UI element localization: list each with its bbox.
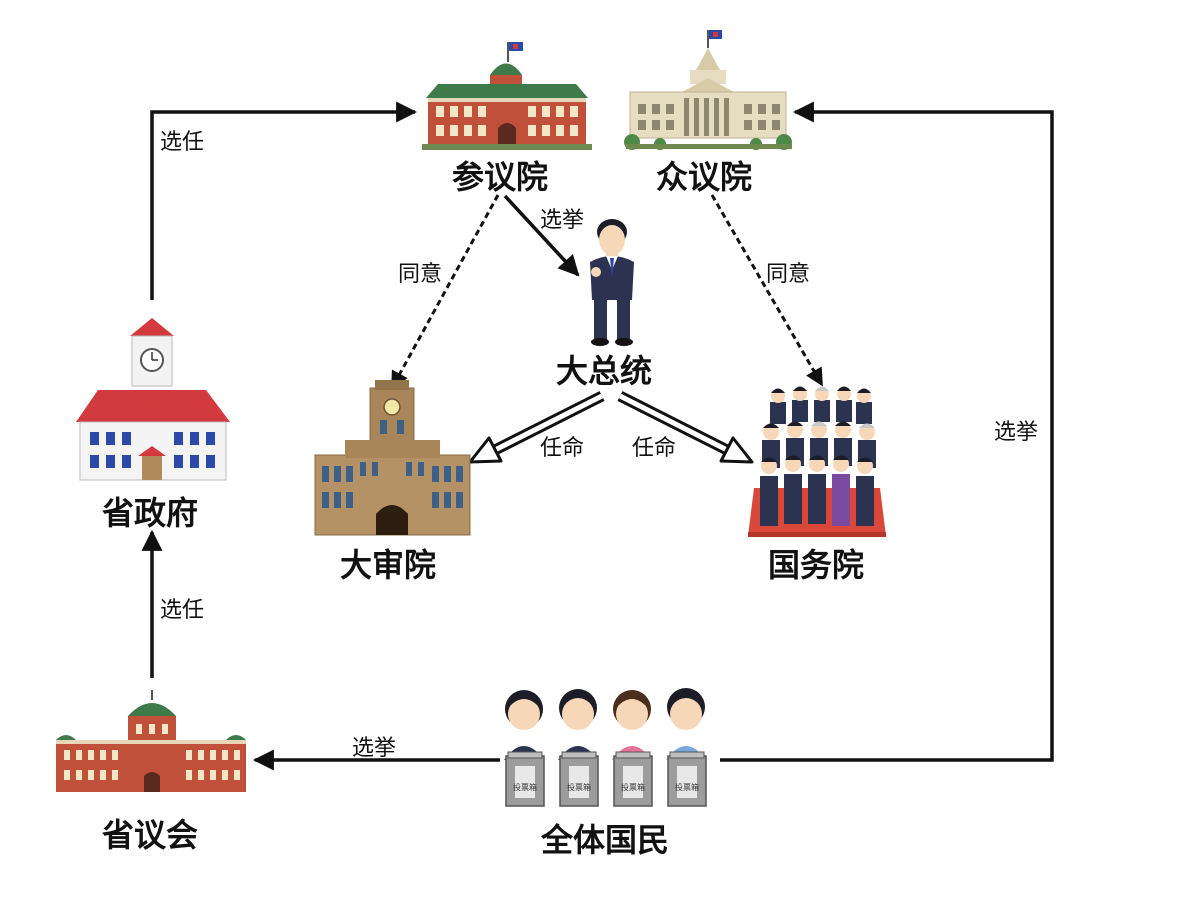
province-assembly-building-icon [56,690,246,792]
arrow-shugiin-to-council [710,194,824,387]
ballot-box-label: 投票箱 [675,782,699,792]
node-label-state-council: 国务院 [768,546,865,584]
sangiin-building-icon [422,42,592,150]
ballot-box-label: 投票箱 [513,782,537,792]
arrow-president-to-council [617,391,754,464]
node-label-sangiin: 参议院 [452,158,549,196]
edge-label-sangiin-to-court: 同意 [398,262,443,287]
edge-label-president-to-court: 任命 [540,436,585,461]
edge-label-assembly-to-gov: 选任 [160,598,205,623]
province-government-building-icon [76,318,230,481]
shugiin-building-icon [624,30,792,150]
node-label-province-gov: 省政府 [102,494,199,532]
president-person-icon [590,219,634,346]
node-label-president: 大总统 [556,352,653,390]
edge-label-president-to-council: 任命 [632,436,677,461]
state-council-group-icon [748,386,886,537]
node-label-province-assembly: 省议会 [102,816,199,854]
arrow-president-to-court [468,391,605,464]
arrow-sangiin-to-court [390,194,500,390]
node-label-supreme-court: 大审院 [340,546,437,584]
edge-label-shugiin-to-council: 同意 [766,262,811,287]
arrow-sangiin-to-president [503,194,580,277]
ballot-box-label: 投票箱 [567,782,591,792]
node-label-people: 全体国民 [541,821,670,859]
supreme-court-building-icon [314,380,471,536]
edge-label-sangiin-to-president: 选挙 [540,208,585,233]
edge-label-people-to-assembly: 选挙 [352,736,397,761]
ballot-box-label: 投票箱 [621,782,645,792]
arrow-gov-to-sangiin [150,101,418,300]
people-voters-icon: 投票箱 投票箱 投票箱 投票箱 [504,688,707,807]
edge-label-people-to-shugiin: 选挙 [994,420,1039,445]
edge-label-gov-to-sangiin: 选任 [160,130,205,155]
node-label-shugiin: 众议院 [656,158,753,196]
arrow-people-to-shugiin [720,101,1054,762]
